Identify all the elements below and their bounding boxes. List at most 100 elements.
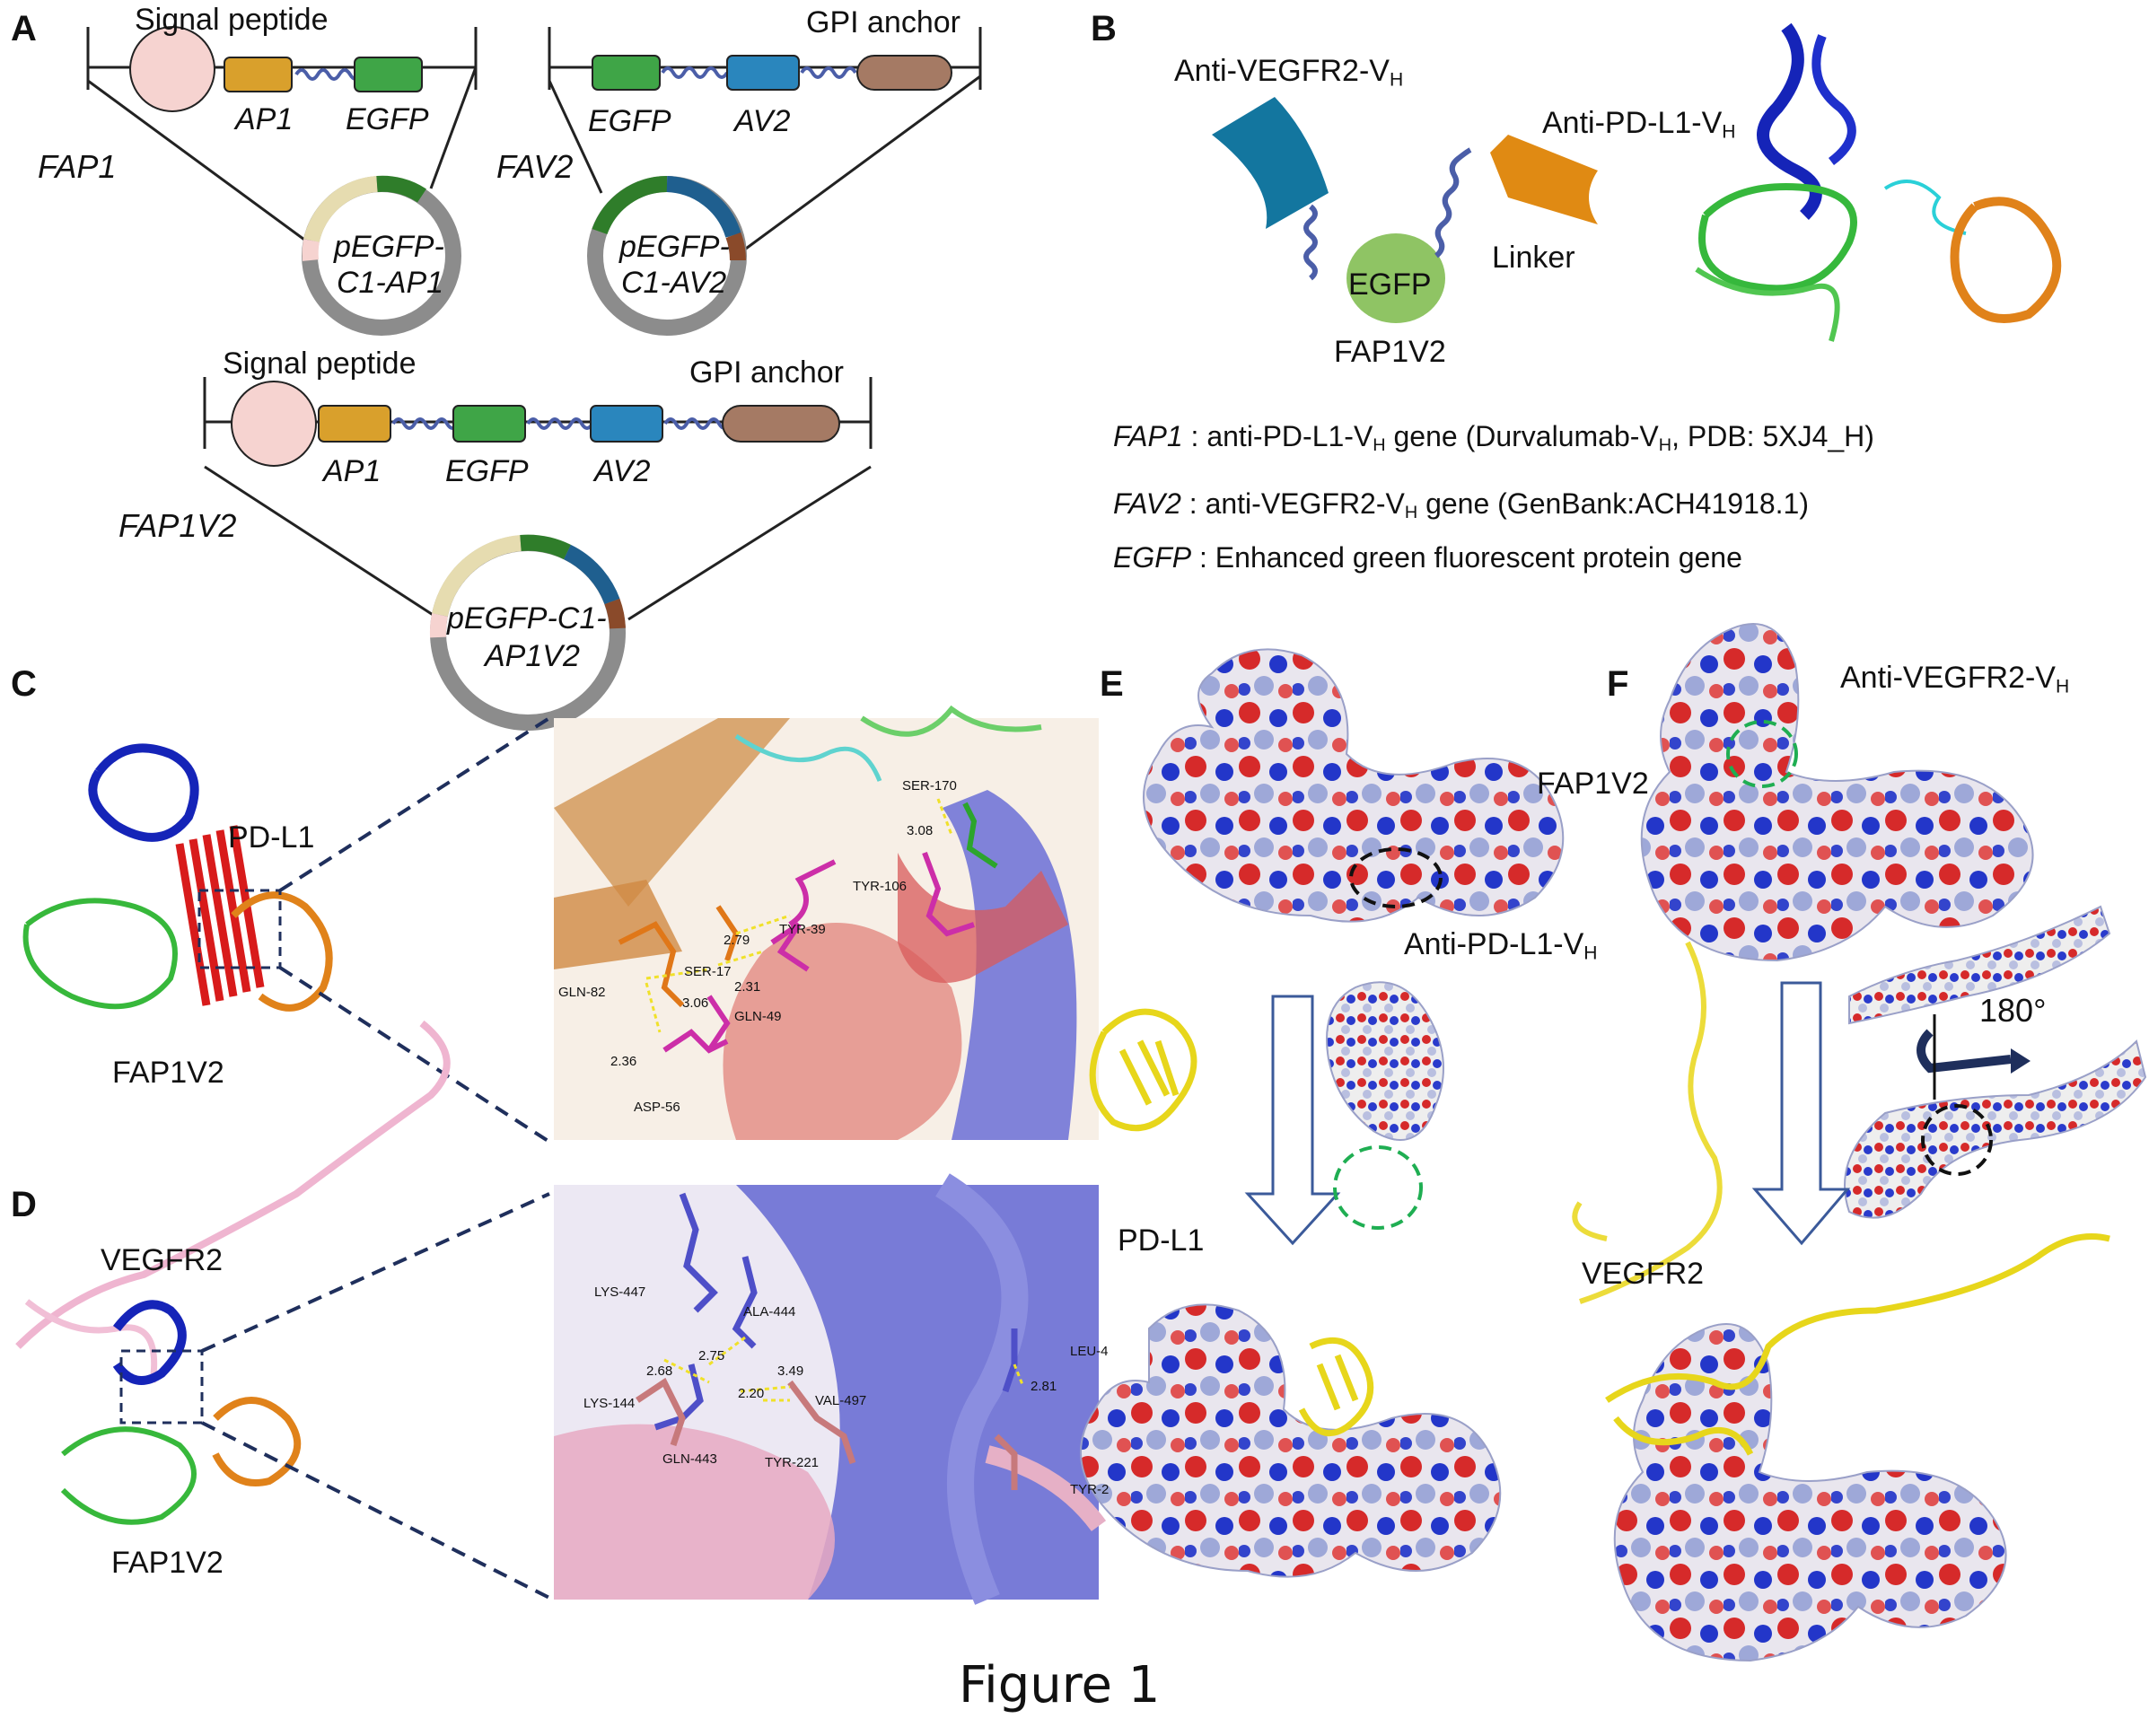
residue-label: ALA-444 [743, 1304, 796, 1320]
residue-label: LYS-447 [594, 1284, 646, 1300]
label-fap1v2: FAP1V2 [1334, 335, 1446, 369]
fap1v2-structure-cartoon [1695, 22, 2062, 342]
label-egfp: EGFP [588, 104, 671, 138]
panel-letter-e: E [1100, 664, 1124, 704]
vegfr2-yellow-cartoon [1572, 941, 1723, 1304]
panel-letter-a: A [11, 9, 37, 48]
residue-label: GLN-49 [734, 1009, 782, 1024]
label-plasmid-1-line1: pEGFP- [334, 230, 444, 264]
plasmid-2 [587, 176, 747, 336]
zoom-line [278, 966, 551, 1144]
binding-site-circle [1349, 847, 1443, 908]
rotation-arrow [1917, 1029, 2012, 1074]
distance-label: 2.79 [724, 933, 750, 948]
linker-coil [1303, 204, 1318, 281]
vegfr2-complex-cartoon [15, 1020, 451, 1525]
distance-label: 2.75 [698, 1348, 725, 1363]
label-fap1: FAP1 [38, 148, 117, 185]
label-subscript: H [2055, 676, 2070, 697]
zoom-box [119, 1349, 204, 1425]
legend-gene: FAP1 [1113, 420, 1183, 452]
egfp-domain [592, 55, 661, 91]
plasmid-3 [429, 534, 626, 731]
label-fav2: FAV2 [496, 148, 574, 185]
label-egfp: EGFP [346, 102, 429, 136]
residue-label: LEU-4 [1070, 1344, 1109, 1359]
vegfr2-bound-cartoon [1605, 1233, 2110, 1456]
residue-label: GLN-443 [662, 1451, 717, 1467]
panel-b [1212, 22, 2062, 342]
label-fap1v2: FAP1V2 [112, 1056, 224, 1090]
legend-gene: EGFP [1113, 541, 1192, 574]
distance-label: 2.81 [1031, 1379, 1057, 1394]
vegfr2-surface-top [1848, 905, 2111, 1025]
residue-sticks [618, 802, 998, 1054]
fap1v2-surface [1640, 623, 2034, 962]
label-linker: Linker [1492, 241, 1575, 275]
label-av2: AV2 [734, 104, 791, 138]
residue-label: ASP-56 [634, 1100, 680, 1115]
distance-label: 3.06 [682, 995, 709, 1011]
label-plasmid-1-line2: C1-AP1 [337, 266, 444, 300]
panel-letter-f: F [1607, 664, 1629, 704]
legend-desc: : anti-PD-L1-V [1182, 420, 1373, 452]
linker-coil [800, 66, 857, 79]
pdl1-bound-cartoon [1298, 1337, 1374, 1437]
signal-peptide-domain [129, 26, 215, 112]
egfp-domain [354, 57, 423, 92]
label-signal-peptide: Signal peptide [223, 346, 417, 381]
label-pdl1: PD-L1 [228, 820, 315, 855]
residue-label: SER-170 [902, 778, 957, 793]
complex-surface [1080, 1303, 1502, 1578]
panel-letter-c: C [11, 664, 37, 704]
distance-label: 2.20 [738, 1386, 765, 1401]
residue-label: LYS-144 [583, 1396, 636, 1411]
legend-row-egfp: EGFP : Enhanced green fluorescent protei… [1113, 543, 1742, 572]
pdl1-yellow-cartoon [1089, 1008, 1197, 1132]
panel-letter-b: B [1091, 9, 1117, 48]
label-subscript: H [1389, 69, 1404, 91]
panel-c [22, 705, 1099, 1144]
vegfr2-surface-bottom [1844, 1039, 2147, 1219]
label-plasmid-2-line1: pEGFP- [619, 230, 730, 264]
zoom-box [197, 889, 282, 969]
label-gpi-anchor: GPI anchor [806, 5, 960, 39]
down-arrow [1751, 981, 1851, 1246]
label-anti-pdl1-vh-main: Anti-PD-L1-V [1404, 927, 1584, 961]
av2-domain [726, 55, 800, 91]
legend-row-fav2: FAV2 : anti-VEGFR2-VH gene (GenBank:ACH4… [1113, 489, 1809, 522]
figure-caption: Figure 1 [959, 1656, 1161, 1714]
egfp-blob [1346, 233, 1445, 323]
anti-vegfr2-vh-cylinder [1212, 97, 1329, 229]
label-vegfr2: VEGFR2 [101, 1243, 224, 1277]
linker-coil [661, 66, 729, 79]
residue-label: SER-17 [684, 964, 732, 979]
label-egfp: EGFP [1348, 267, 1432, 302]
gpi-anchor-domain [722, 405, 840, 443]
panel-letter-d: D [11, 1185, 37, 1224]
gpi-anchor-domain [856, 55, 952, 91]
label-pdl1: PD-L1 [1118, 1223, 1205, 1258]
legend-desc: , PDB: 5XJ4_H) [1671, 420, 1874, 452]
h-bond-lines [645, 798, 953, 1033]
label-anti-pdl1-vh-main: Anti-PD-L1-V [1542, 106, 1723, 140]
label-plasmid-3-line2: AP1V2 [485, 639, 580, 673]
binding-site-circle [1921, 1104, 1993, 1176]
panel-e [1080, 648, 1565, 1578]
pdl1-interface-zoom [554, 705, 1099, 1140]
distance-label: 2.31 [734, 979, 761, 995]
label-fap1v2: FAP1V2 [111, 1546, 224, 1580]
distance-label: 2.36 [610, 1054, 637, 1069]
binding-site-circle [1333, 1145, 1423, 1230]
label-anti-pdl1-vh: Anti-PD-L1-VH [1404, 929, 1598, 962]
legend-desc: : Enhanced green fluorescent protein gen… [1191, 541, 1742, 574]
label-subscript: H [1583, 943, 1598, 964]
label-plasmid-2-line2: C1-AV2 [621, 266, 727, 300]
zoom-line [201, 1421, 550, 1600]
binding-site-circle [1726, 720, 1798, 788]
label-subscript: H [1658, 434, 1672, 455]
label-subscript: H [1404, 502, 1418, 522]
residue-label: VAL-497 [815, 1393, 867, 1408]
label-fap1v2: FAP1V2 [1537, 767, 1649, 801]
